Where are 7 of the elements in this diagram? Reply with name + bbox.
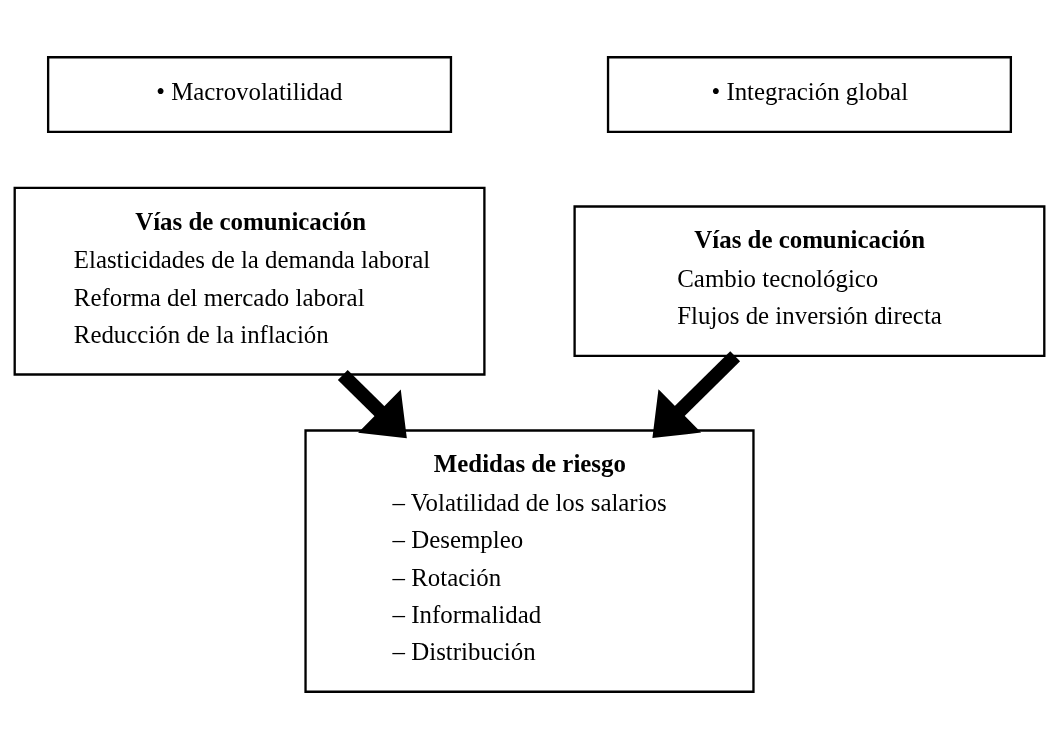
node-box: Vías de comunicación Cambio tecnológico Flujos de inversión directa	[573, 205, 1046, 357]
arrow	[337, 369, 407, 439]
node-box: • Integración global	[606, 56, 1013, 134]
node-box: Medidas de riesgo – Volatilidad de los salarios – Desempleo – Rotación – Informalidad – Distribución	[304, 429, 755, 693]
node-box: Vías de comunicación Elasticidades de la demanda laboral Reforma del mercado laboral Reducción de la inflación	[13, 186, 486, 376]
arrow	[652, 351, 741, 439]
node-box: • Macrovolatilidad	[46, 56, 453, 134]
